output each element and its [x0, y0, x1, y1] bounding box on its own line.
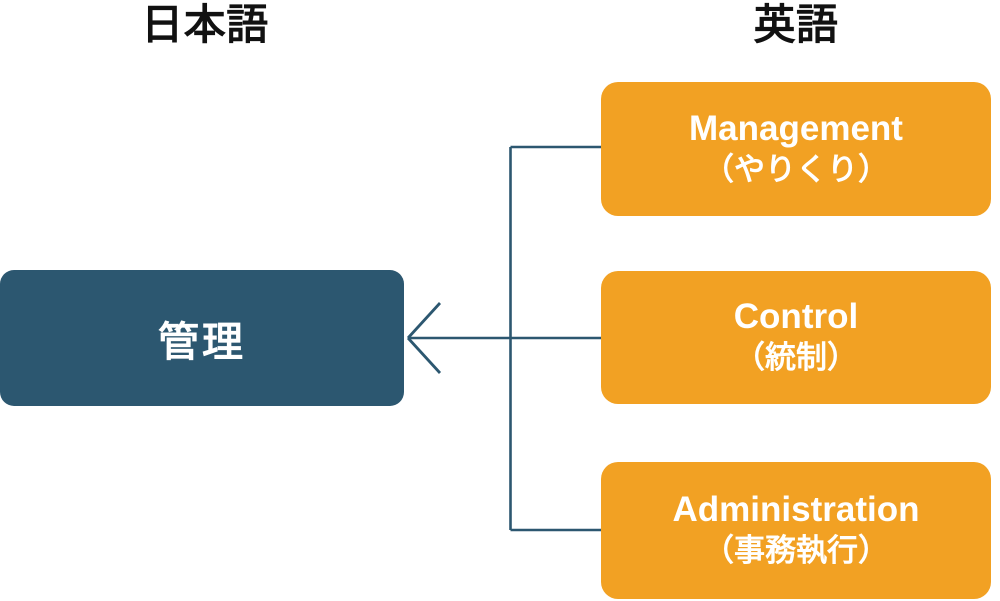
node-management[interactable]: Management （やりくり） — [601, 82, 991, 216]
node-kanri[interactable]: 管理 — [0, 270, 404, 406]
node-management-japanese-label: （やりくり） — [703, 151, 889, 187]
node-administration-japanese-label: （事務執行） — [703, 533, 889, 569]
left-arrow-icon-lower — [406, 337, 442, 374]
node-management-english-label: Management — [689, 108, 903, 148]
node-control[interactable]: Control （統制） — [601, 271, 991, 404]
column-header-english: 英語 — [753, 1, 839, 48]
column-header-japanese: 日本語 — [141, 1, 269, 48]
node-control-english-label: Control — [733, 297, 859, 337]
node-administration-english-label: Administration — [672, 490, 920, 530]
node-administration[interactable]: Administration （事務執行） — [601, 462, 991, 599]
node-control-japanese-label: （統制） — [734, 340, 858, 376]
node-kanri-label: 管理 — [158, 319, 246, 365]
left-arrow-icon-upper — [406, 302, 442, 339]
